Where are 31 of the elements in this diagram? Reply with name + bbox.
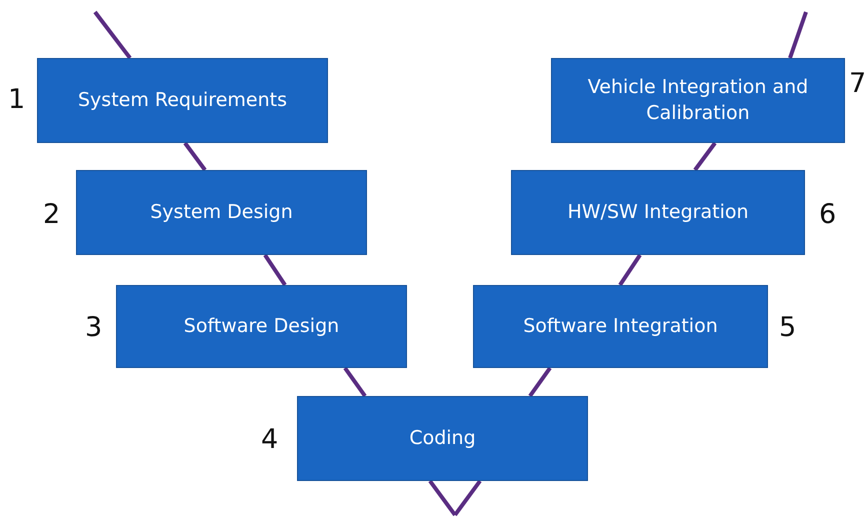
process-box xyxy=(473,285,768,368)
process-box xyxy=(116,285,407,368)
process-box xyxy=(37,58,328,143)
process-box xyxy=(297,396,588,481)
step-label: System Requirements xyxy=(77,88,288,113)
step-label: System Design xyxy=(149,200,294,225)
step-label: HW/SW Integration xyxy=(566,200,750,225)
step-label: Software Design xyxy=(182,314,340,339)
connector-line xyxy=(183,142,207,172)
step-label: Coding xyxy=(408,426,477,451)
step-label: Vehicle Integration and Calibration xyxy=(586,74,810,126)
step-number: 4 xyxy=(261,426,278,453)
connector-line xyxy=(453,480,482,516)
process-box xyxy=(551,58,845,143)
connector-line xyxy=(618,254,642,286)
connector-line xyxy=(788,11,808,59)
process-box xyxy=(511,170,805,255)
step-number: 6 xyxy=(819,201,836,228)
step-number: 3 xyxy=(85,314,102,341)
connector-line xyxy=(528,366,552,398)
step-number: 7 xyxy=(849,70,866,97)
step-label: Software Integration xyxy=(522,314,719,339)
connector-line xyxy=(428,480,457,516)
step-number: 2 xyxy=(43,201,60,228)
connector-line xyxy=(263,254,287,286)
connector-line xyxy=(343,366,367,398)
connector-line xyxy=(693,142,717,172)
step-number: 1 xyxy=(8,86,26,113)
process-box xyxy=(76,170,367,255)
connector-line xyxy=(93,10,132,60)
step-number: 5 xyxy=(779,314,796,341)
